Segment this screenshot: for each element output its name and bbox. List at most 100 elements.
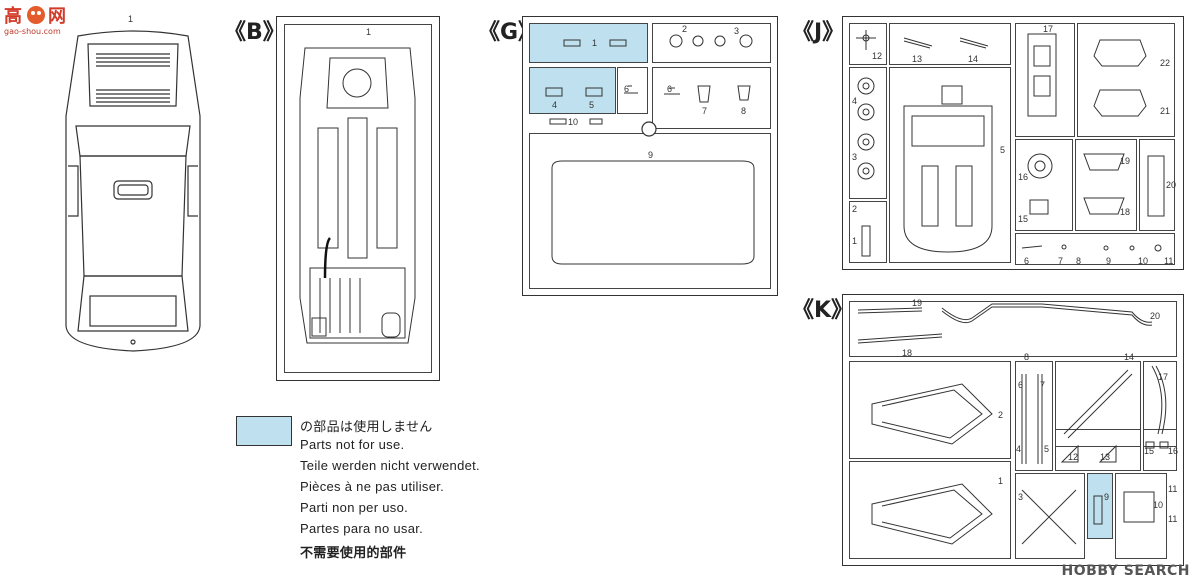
- sprue-k-part-17: 17: [1158, 372, 1169, 382]
- sprue-j-part-1: 1: [852, 236, 858, 246]
- sprue-g-part-5: 5: [589, 100, 595, 110]
- sprue-k-part-18: 18: [902, 348, 913, 358]
- sprue-k-cell-3: [1015, 473, 1085, 559]
- sprue-k-part-19: 19: [912, 298, 923, 308]
- sprue-j-part-20: 20: [1166, 180, 1177, 190]
- sprue-b-part-1: 1: [366, 27, 372, 37]
- sprue-j-part-13: 13: [912, 54, 923, 64]
- sprue-g-part-4: 4: [552, 100, 558, 110]
- sprue-g-part-9: 9: [648, 150, 654, 160]
- sprue-j-part-22: 22: [1160, 58, 1171, 68]
- sprue-j-part-16: 16: [1018, 172, 1029, 182]
- section-b-label: 《B》: [224, 20, 285, 45]
- sprue-g-cell-6-8: [652, 67, 771, 129]
- hobby-search-watermark: HOBBY SEARCH: [1061, 563, 1190, 579]
- sprue-k-part-16: 16: [1168, 446, 1179, 456]
- sprue-k-frame: [842, 294, 1184, 566]
- sprue-g-part-8: 8: [741, 106, 747, 116]
- sprue-g-part-6a: 6: [624, 84, 630, 94]
- section-j-label: 《J》: [792, 20, 845, 45]
- sprue-j-frame: [842, 16, 1184, 270]
- sprue-k-part-14: 14: [1124, 352, 1135, 362]
- sprue-j-part-7: 7: [1058, 256, 1064, 266]
- sprue-j-cell-17: [1015, 23, 1075, 137]
- sprue-j-part-12: 12: [872, 51, 883, 61]
- watermark-url: gao-shou.com: [4, 27, 61, 36]
- sprue-k-cell-15-16: [1143, 429, 1177, 471]
- svg-text:网: 网: [48, 6, 66, 27]
- sprue-j-part-10: 10: [1138, 256, 1149, 266]
- sprue-g-part-1: 1: [592, 38, 598, 48]
- watermark-logo: 高 网: [2, 2, 72, 33]
- sprue-j-part-17: 17: [1043, 24, 1054, 34]
- sprue-j-part-9: 9: [1106, 256, 1112, 266]
- sprue-g-part-10: 10: [568, 117, 579, 127]
- sprue-j-cell-3-4: [849, 67, 887, 199]
- sprue-j-cell-1-2: [849, 201, 887, 263]
- legend-line-en: Parts not for use.: [300, 437, 405, 452]
- sprue-k-part-15: 15: [1144, 446, 1155, 456]
- sprue-g-parts-drawing: [545, 34, 755, 265]
- sprue-j-cell-15-16: [1015, 139, 1073, 231]
- sprue-j-parts-drawing: [856, 30, 1165, 257]
- sprue-k-unused-9: [1087, 473, 1113, 539]
- sprue-j-part-4: 4: [852, 96, 858, 106]
- sprue-g-frame: [522, 16, 778, 296]
- sprue-j-cell-20: [1139, 139, 1175, 231]
- sprue-k-cell-4-8: [1015, 361, 1053, 471]
- sprue-g-part-7: 7: [702, 106, 708, 116]
- sprue-k-part-11a: 11: [1168, 484, 1178, 494]
- legend-line-it: Parti non per uso.: [300, 500, 409, 515]
- sprue-j-cell-21-22: [1077, 23, 1175, 137]
- sprue-j-part-19: 19: [1120, 156, 1131, 166]
- sprue-g-cell-2-3: [652, 23, 771, 63]
- sprue-b-inner: [284, 24, 432, 373]
- sprue-k-part-4: 4: [1016, 444, 1022, 454]
- sprue-g-unused-1: [529, 23, 648, 63]
- sprue-g-part-6b: 6: [667, 84, 673, 94]
- sprue-k-part-11b: 11: [1168, 514, 1178, 524]
- sprue-k-cell-2: [849, 361, 1011, 459]
- sprue-j-part-6: 6: [1024, 256, 1030, 266]
- not-for-use-swatch: [236, 416, 292, 446]
- sprue-j-cell-13-14: [889, 23, 1011, 65]
- sprue-k-cell-14: [1055, 361, 1141, 447]
- sprue-g-part-3: 3: [734, 26, 740, 36]
- chassis-underside-drawing: [299, 47, 416, 344]
- car-top-view-drawing: [65, 30, 201, 352]
- sprue-g-part-2: 2: [682, 24, 688, 34]
- sprue-k-part-12: 12: [1068, 452, 1079, 462]
- sprue-j-cell-small: [1015, 233, 1175, 265]
- sprue-j-part-8: 8: [1076, 256, 1082, 266]
- sprue-j-part-11: 11: [1164, 256, 1174, 266]
- sprue-k-part-10: 10: [1153, 500, 1164, 510]
- sprue-k-part-5: 5: [1044, 444, 1050, 454]
- sprue-j-cell-18-19: [1075, 139, 1137, 231]
- sprue-k-parts-drawing: [857, 303, 1169, 545]
- sprue-j-part-15: 15: [1018, 214, 1029, 224]
- legend-line-de: Teile werden nicht verwendet.: [300, 458, 480, 473]
- sprue-k-part-7: 7: [1040, 380, 1046, 390]
- sprue-k-cell-1: [849, 461, 1011, 559]
- sprue-j-part-21: 21: [1160, 106, 1171, 116]
- sprue-k-part-20: 20: [1150, 311, 1161, 321]
- sprue-k-cell-12-13: [1055, 429, 1141, 471]
- sprue-k-cell-18-20: [849, 301, 1177, 357]
- sprue-j-cell-5: [889, 67, 1011, 263]
- sprue-j-part-3: 3: [852, 152, 858, 162]
- sprue-j-part-5: 5: [1000, 145, 1006, 155]
- legend-line-fr: Pièces à ne pas utiliser.: [300, 479, 445, 494]
- sprue-k-cell-10: [1115, 473, 1167, 559]
- legend-line-zh: 不需要使用的部件: [300, 545, 407, 560]
- sprue-k-part-9: 9: [1104, 492, 1110, 502]
- sprue-k-part-3: 3: [1018, 492, 1024, 502]
- sprue-k-part-1: 1: [998, 476, 1004, 486]
- sprue-j-part-18: 18: [1120, 207, 1131, 217]
- car-part-number: 1: [128, 14, 134, 24]
- legend-line-jp: の部品は使用しません: [300, 419, 433, 434]
- sprue-g-cell-6a: [617, 67, 648, 114]
- sprue-j-part-2: 2: [852, 204, 858, 214]
- legend-line-es: Partes para no usar.: [300, 521, 424, 536]
- svg-text:高: 高: [4, 5, 22, 27]
- sprue-k-part-8: 8: [1024, 352, 1030, 362]
